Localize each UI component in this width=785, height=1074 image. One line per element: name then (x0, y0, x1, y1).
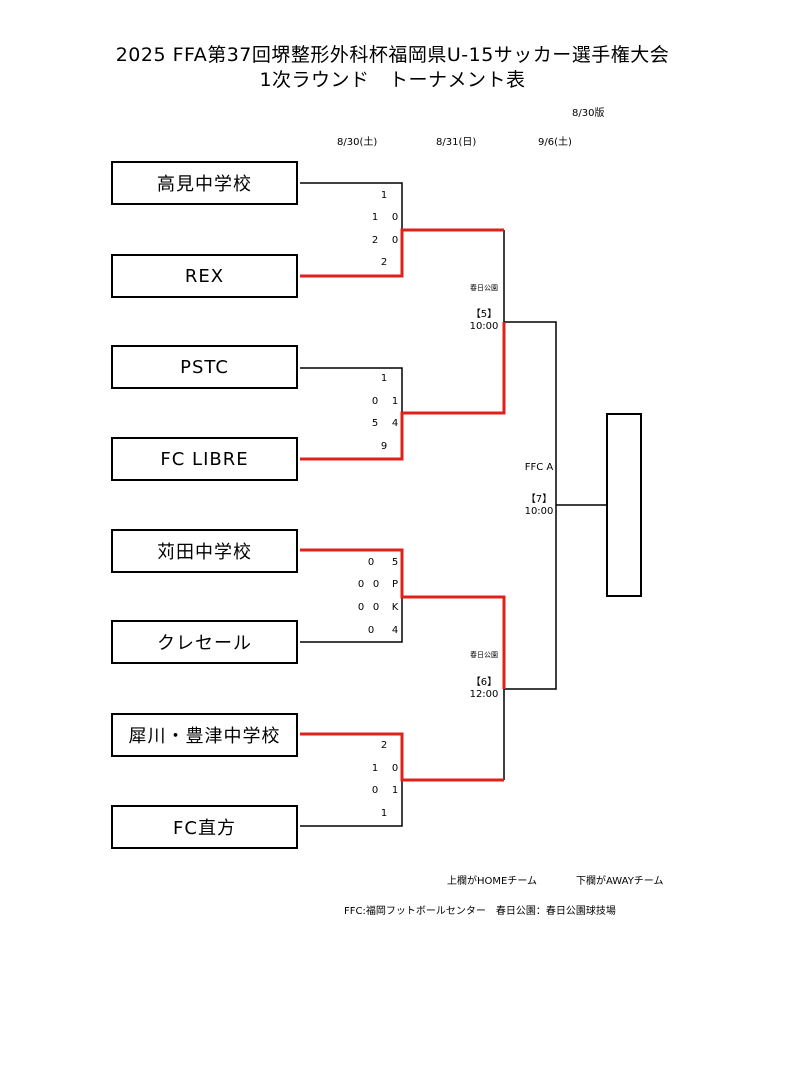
score-cell: P (391, 579, 399, 590)
score-cell: 1 (391, 785, 399, 796)
score-cell: 0 (391, 235, 399, 246)
score-cell: 2 (380, 740, 388, 751)
score-cell: 0 (371, 785, 379, 796)
team-slot-8: FC直方 (111, 805, 298, 849)
venues-note: FFC:福岡フットボールセンター 春日公園：春日公園球技場 (344, 906, 616, 917)
team-slot-1: 高見中学校 (111, 161, 298, 205)
score-cell: K (391, 602, 399, 613)
date-round3: 9/6(土) (538, 137, 572, 148)
winner-box (606, 413, 642, 597)
team-slot-5: 苅田中学校 (111, 529, 298, 573)
score-cell: 0 (372, 579, 380, 590)
score-cell: 5 (371, 418, 379, 429)
home-note: 上欄がHOMEチーム (447, 876, 538, 887)
match7-number: 【7】 (525, 494, 553, 505)
team-slot-2: REX (111, 254, 298, 298)
team-slot-6: クレセール (111, 620, 298, 664)
score-cell: 0 (391, 763, 399, 774)
match5-number: 【5】 (470, 309, 498, 320)
score-cell: 5 (391, 557, 399, 568)
version-label: 8/30版 (572, 108, 605, 119)
score-cell: 1 (380, 190, 388, 201)
match6-number: 【6】 (470, 677, 498, 688)
score-cell: 0 (371, 396, 379, 407)
page-subtitle: 1次ラウンド トーナメント表 (259, 69, 526, 91)
score-cell: 0 (357, 579, 365, 590)
score-cell: 1 (380, 808, 388, 819)
page-title: 2025 FFA第37回堺整形外科杯福岡県U-15サッカー選手権大会 (115, 44, 670, 66)
date-round1: 8/30(土) (337, 137, 378, 148)
away-note: 下欄がAWAYチーム (576, 876, 664, 887)
score-cell: 2 (371, 235, 379, 246)
score-cell: 1 (391, 396, 399, 407)
score-cell: 0 (391, 212, 399, 223)
team-slot-3: PSTC (111, 345, 298, 389)
team-slot-7: 犀川・豊津中学校 (111, 713, 298, 757)
match5-time: 10:00 (469, 321, 499, 332)
score-cell: 1 (380, 373, 388, 384)
score-cell: 9 (380, 441, 388, 452)
score-cell: 2 (380, 257, 388, 268)
score-cell: 0 (372, 602, 380, 613)
score-cell: 0 (367, 557, 375, 568)
match5-venue: 春日公園 (470, 284, 498, 292)
match6-venue: 春日公園 (470, 651, 498, 659)
match7-time: 10:00 (524, 506, 554, 517)
score-cell: 4 (391, 418, 399, 429)
date-round2: 8/31(日) (436, 137, 477, 148)
score-cell: 0 (367, 625, 375, 636)
team-slot-4: FC LIBRE (111, 437, 298, 481)
score-cell: 4 (391, 625, 399, 636)
score-cell: 0 (357, 602, 365, 613)
match7-venue: FFC A (524, 462, 554, 473)
score-cell: 1 (371, 763, 379, 774)
score-cell: 1 (371, 212, 379, 223)
match6-time: 12:00 (469, 689, 499, 700)
